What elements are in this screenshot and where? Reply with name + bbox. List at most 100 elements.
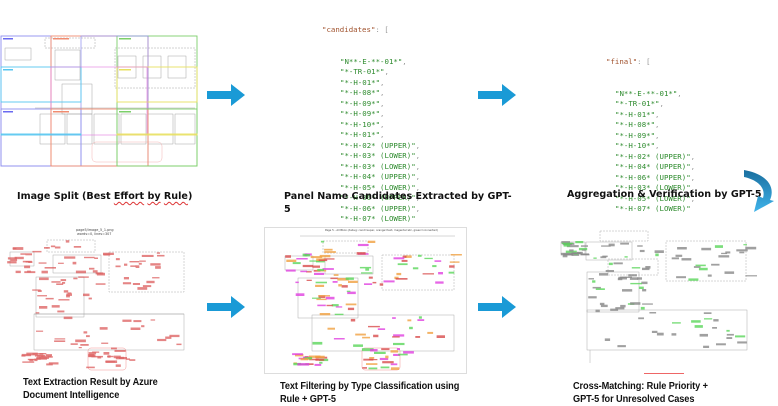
final-item: "*-H-02* (UPPER)",: [615, 151, 696, 161]
text-box-mark: [577, 251, 583, 254]
final-item: "*-H-08*",: [615, 120, 660, 129]
text-box-mark: [691, 320, 701, 323]
text-box-mark: [115, 364, 121, 367]
text-box-mark: [169, 334, 180, 338]
text-box-mark: [78, 347, 82, 349]
text-box-mark: [345, 303, 357, 306]
text-box-mark: [295, 293, 305, 296]
text-box-mark: [316, 298, 327, 301]
candidates-item-text: "*-H-09*": [340, 109, 381, 118]
candidates-item-text: "*-H-01*": [340, 130, 381, 139]
text-box-mark: [580, 245, 588, 247]
text-box-mark: [724, 271, 735, 274]
text-box-mark: [651, 330, 658, 333]
text-box-mark: [44, 267, 56, 269]
text-box-mark: [372, 281, 377, 284]
text-box-mark: [348, 280, 358, 283]
caption-text-extraction: Text Extraction Result by Azure Document…: [23, 376, 158, 402]
text-box-mark: [438, 272, 443, 275]
final-item-text: "*-H-09*": [615, 130, 656, 140]
text-box-mark: [135, 265, 140, 268]
text-box-mark: [97, 356, 102, 359]
text-box-mark: [309, 358, 319, 361]
text-box-mark: [671, 257, 679, 260]
text-box-mark: [65, 240, 70, 243]
text-box-mark: [595, 309, 600, 313]
text-box-mark: [27, 270, 31, 273]
text-box-mark: [73, 246, 82, 248]
text-box-mark: [370, 349, 378, 352]
caption-candidates: Panel Name Candidates Extracted by GPT- …: [284, 190, 512, 216]
text-box-mark: [114, 349, 126, 352]
text-box-mark: [637, 277, 642, 280]
text-box-mark: [293, 362, 302, 366]
text-box-mark: [107, 355, 114, 358]
candidates-item: "*-H-04* (UPPER)",: [340, 172, 421, 181]
text-box-mark: [24, 265, 31, 269]
text-box-mark: [394, 276, 399, 280]
text-box-mark: [70, 343, 78, 345]
caption-line-2: Document Intelligence: [23, 390, 120, 401]
final-item-text: "*-H-05* (LOWER)": [615, 193, 691, 203]
candidates-item: "*-H-09*",: [340, 98, 385, 108]
text-box-mark: [703, 312, 712, 314]
text-box-mark: [21, 354, 26, 357]
text-box-mark: [141, 254, 154, 257]
text-box-mark: [588, 296, 597, 299]
text-box-mark: [654, 250, 664, 253]
text-box-mark: [48, 362, 59, 365]
text-box-mark: [347, 307, 355, 311]
text-box-mark: [561, 242, 574, 244]
text-box-mark: [600, 304, 608, 308]
text-box-mark: [305, 363, 314, 365]
candidates-item-text: "*-H-08*": [340, 88, 381, 97]
text-box-mark: [132, 283, 140, 285]
text-box-mark: [295, 353, 304, 357]
text-box-mark: [7, 257, 18, 260]
text-box-mark: [312, 297, 321, 299]
text-box-mark: [333, 274, 339, 276]
text-box-mark: [395, 278, 408, 280]
final-item: "*-H-04* (UPPER)",: [615, 162, 696, 171]
text-box-mark: [575, 241, 584, 244]
text-box-mark: [374, 351, 386, 354]
candidates-item-text: "*-H-03* (LOWER)": [340, 151, 416, 160]
text-box-mark: [599, 273, 609, 276]
text-box-mark: [44, 247, 50, 249]
text-box-mark: [365, 268, 370, 271]
candidates-item: "*-H-08*",: [340, 88, 385, 97]
final-item-text: "*-H-06* (UPPER)": [615, 172, 691, 182]
candidates-item: "*-H-06* (UPPER)",: [340, 193, 421, 202]
text-box-mark: [599, 302, 605, 306]
text-filtering-thumbnail: Page 5 - All Bbox (debug: cand=super, or…: [264, 227, 467, 374]
text-box-mark: [322, 268, 334, 270]
text-box-mark: [592, 286, 601, 289]
text-box-mark: [88, 297, 92, 300]
text-box-mark: [39, 277, 49, 281]
text-box-mark: [601, 245, 611, 247]
caption-aggregation: Aggregation & Verification by GPT-5: [567, 189, 762, 200]
text-box-mark: [620, 276, 632, 278]
text-box-mark: [449, 265, 455, 268]
text-box-mark: [320, 240, 325, 243]
cross-matching-thumbnail: [560, 227, 778, 375]
text-box-mark: [716, 343, 726, 346]
text-box-mark: [571, 252, 580, 255]
text-box-mark: [86, 335, 90, 338]
text-box-mark: [392, 336, 400, 338]
text-box-mark: [36, 357, 47, 360]
final-item-text: "*-H-03* (LOWER)": [615, 183, 691, 192]
text-box-mark: [319, 313, 331, 316]
text-box-mark: [638, 317, 644, 320]
text-box-mark: [353, 344, 363, 347]
candidates-key-line: "candidates": [: [322, 25, 389, 34]
text-box-mark: [628, 274, 637, 277]
text-box-mark: [295, 281, 299, 284]
candidates-item-text: "*-H-05* (LOWER)": [340, 182, 416, 192]
text-box-mark: [319, 361, 323, 364]
text-box-mark: [363, 358, 374, 361]
text-box-mark: [72, 261, 77, 265]
text-box-mark: [412, 267, 419, 270]
text-box-mark: [302, 264, 314, 268]
text-box-mark: [32, 353, 41, 355]
